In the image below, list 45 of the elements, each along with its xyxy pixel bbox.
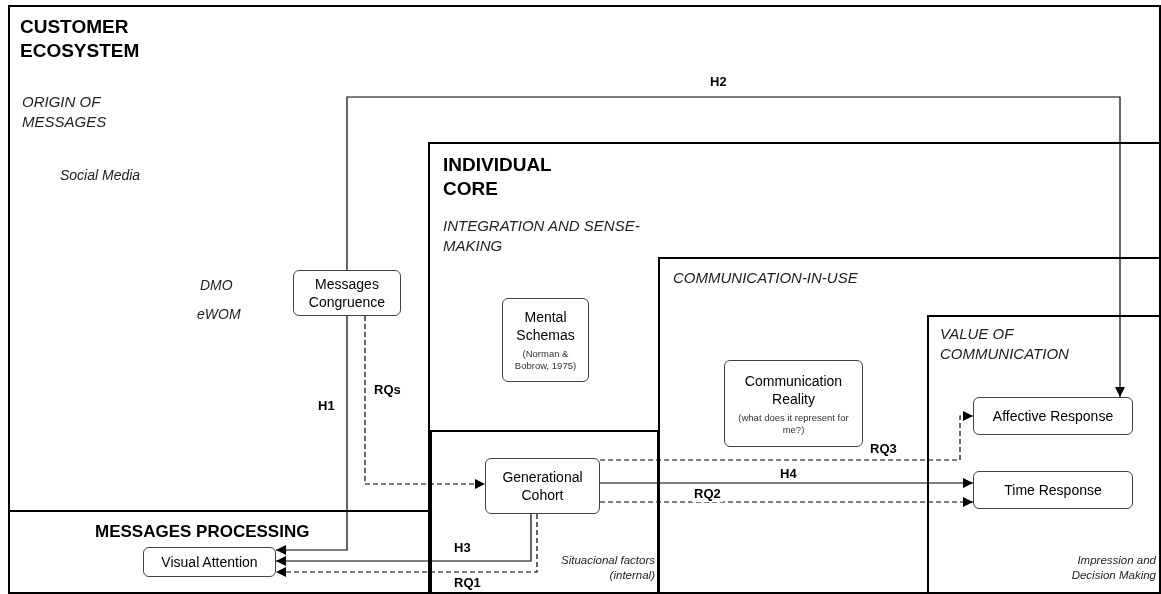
box-label: Generational Cohort — [501, 468, 584, 504]
section-frame — [430, 430, 659, 594]
section-heading: INDIVIDUAL CORE — [443, 153, 553, 201]
section-frame — [428, 142, 1161, 594]
arrow — [599, 497, 974, 507]
box-label: Mental Schemas — [515, 308, 576, 344]
arrow — [275, 513, 538, 577]
box-label: Visual Attention — [161, 553, 258, 571]
process-box — [502, 298, 589, 382]
process-box — [724, 360, 863, 447]
section-note: Situacional factors (internal) — [560, 553, 655, 583]
section-subtitle: COMMUNICATION-IN-USE — [673, 268, 858, 288]
box-label: Communication Reality — [743, 371, 844, 408]
source-label: eWOM — [197, 305, 241, 323]
edge-label: RQ3 — [868, 441, 899, 457]
edge-label: RQs — [372, 382, 403, 398]
process-box — [973, 471, 1133, 509]
section-subtitle: INTEGRATION AND SENSE-MAKING — [443, 216, 641, 256]
arrow — [275, 513, 532, 566]
section-frame — [8, 5, 1161, 594]
section-heading: MESSAGES PROCESSING — [95, 521, 310, 543]
edge-label: RQ1 — [452, 575, 483, 591]
process-box — [143, 547, 276, 577]
box-note: (Norman & Bobrow, 1975) — [513, 348, 578, 372]
section-subtitle: ORIGIN OF MESSAGES — [22, 92, 108, 132]
section-heading: CUSTOMER ECOSYSTEM — [20, 15, 141, 63]
box-label: Time Response — [1004, 481, 1102, 499]
arrow — [275, 315, 348, 555]
section-frame — [927, 315, 1161, 594]
process-box — [293, 270, 401, 316]
section-note: Impression and Decision Making — [1070, 553, 1156, 583]
box-label: Messages Congruence — [307, 275, 387, 311]
arrow — [346, 96, 1125, 398]
source-label: DMO — [200, 276, 233, 294]
arrow — [599, 411, 974, 461]
process-box — [485, 458, 600, 514]
arrow — [364, 315, 486, 489]
box-note: (what does it represent for me?) — [737, 411, 850, 436]
edge-label: RQ2 — [692, 486, 723, 502]
process-box — [973, 397, 1133, 435]
section-frame — [658, 257, 1161, 594]
box-label: Affective Response — [992, 407, 1114, 425]
section-subtitle: VALUE OF COMMUNICATION — [940, 324, 1070, 364]
source-label: Social Media — [60, 166, 141, 184]
arrow — [599, 478, 974, 488]
